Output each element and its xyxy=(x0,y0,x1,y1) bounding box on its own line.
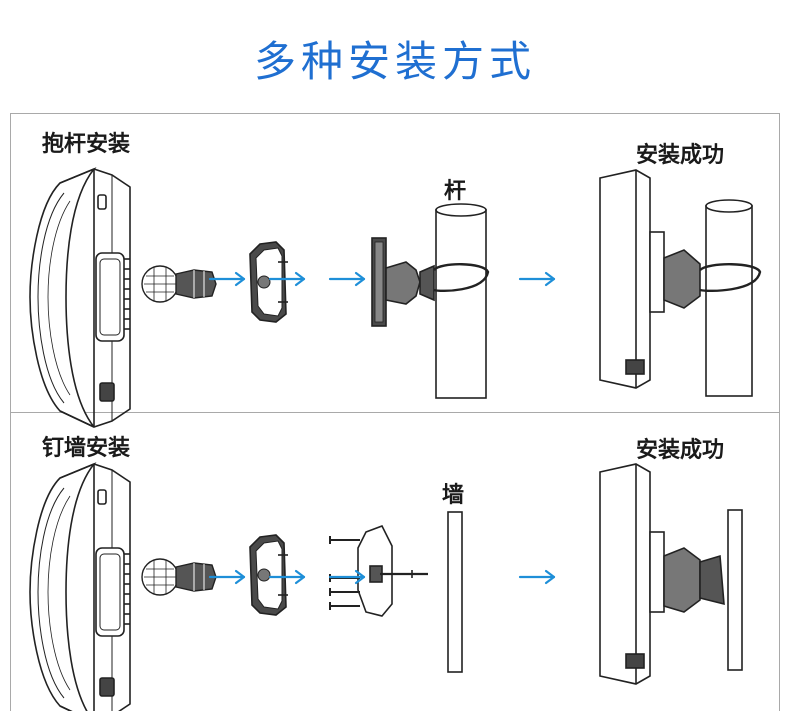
section-divider xyxy=(10,412,780,413)
pole-label: 杆 xyxy=(444,179,467,204)
page-title: 多种安装方式 xyxy=(253,37,536,86)
wall-installed-assembly xyxy=(599,463,743,685)
pole-dish-unit xyxy=(29,168,131,428)
pole-installed-assembly xyxy=(599,169,762,397)
pole-mount-title: 抱杆安装 xyxy=(42,132,131,157)
pole-ball-joint xyxy=(141,265,217,303)
wall-success-label: 安装成功 xyxy=(636,438,725,463)
pole xyxy=(435,203,487,399)
pole-bracket xyxy=(371,237,435,327)
wall-label: 墙 xyxy=(442,483,465,508)
arrow-right-icon xyxy=(328,271,366,287)
pole-success-label: 安装成功 xyxy=(636,143,725,168)
wall-mount-title: 钉墙安装 xyxy=(42,436,131,461)
pole-clamp-strap xyxy=(433,263,490,293)
wall-ball-joint xyxy=(141,558,217,596)
arrow-right-icon xyxy=(518,569,556,585)
wall-screws xyxy=(329,536,360,610)
wall xyxy=(447,511,463,673)
wall-bracket-plate xyxy=(357,524,428,617)
arrow-right-icon xyxy=(518,271,556,287)
pole-mount-plate xyxy=(249,241,289,323)
wall-mount-plate xyxy=(249,534,289,616)
wall-dish-unit xyxy=(29,463,131,711)
arrow-right-icon xyxy=(328,569,366,585)
